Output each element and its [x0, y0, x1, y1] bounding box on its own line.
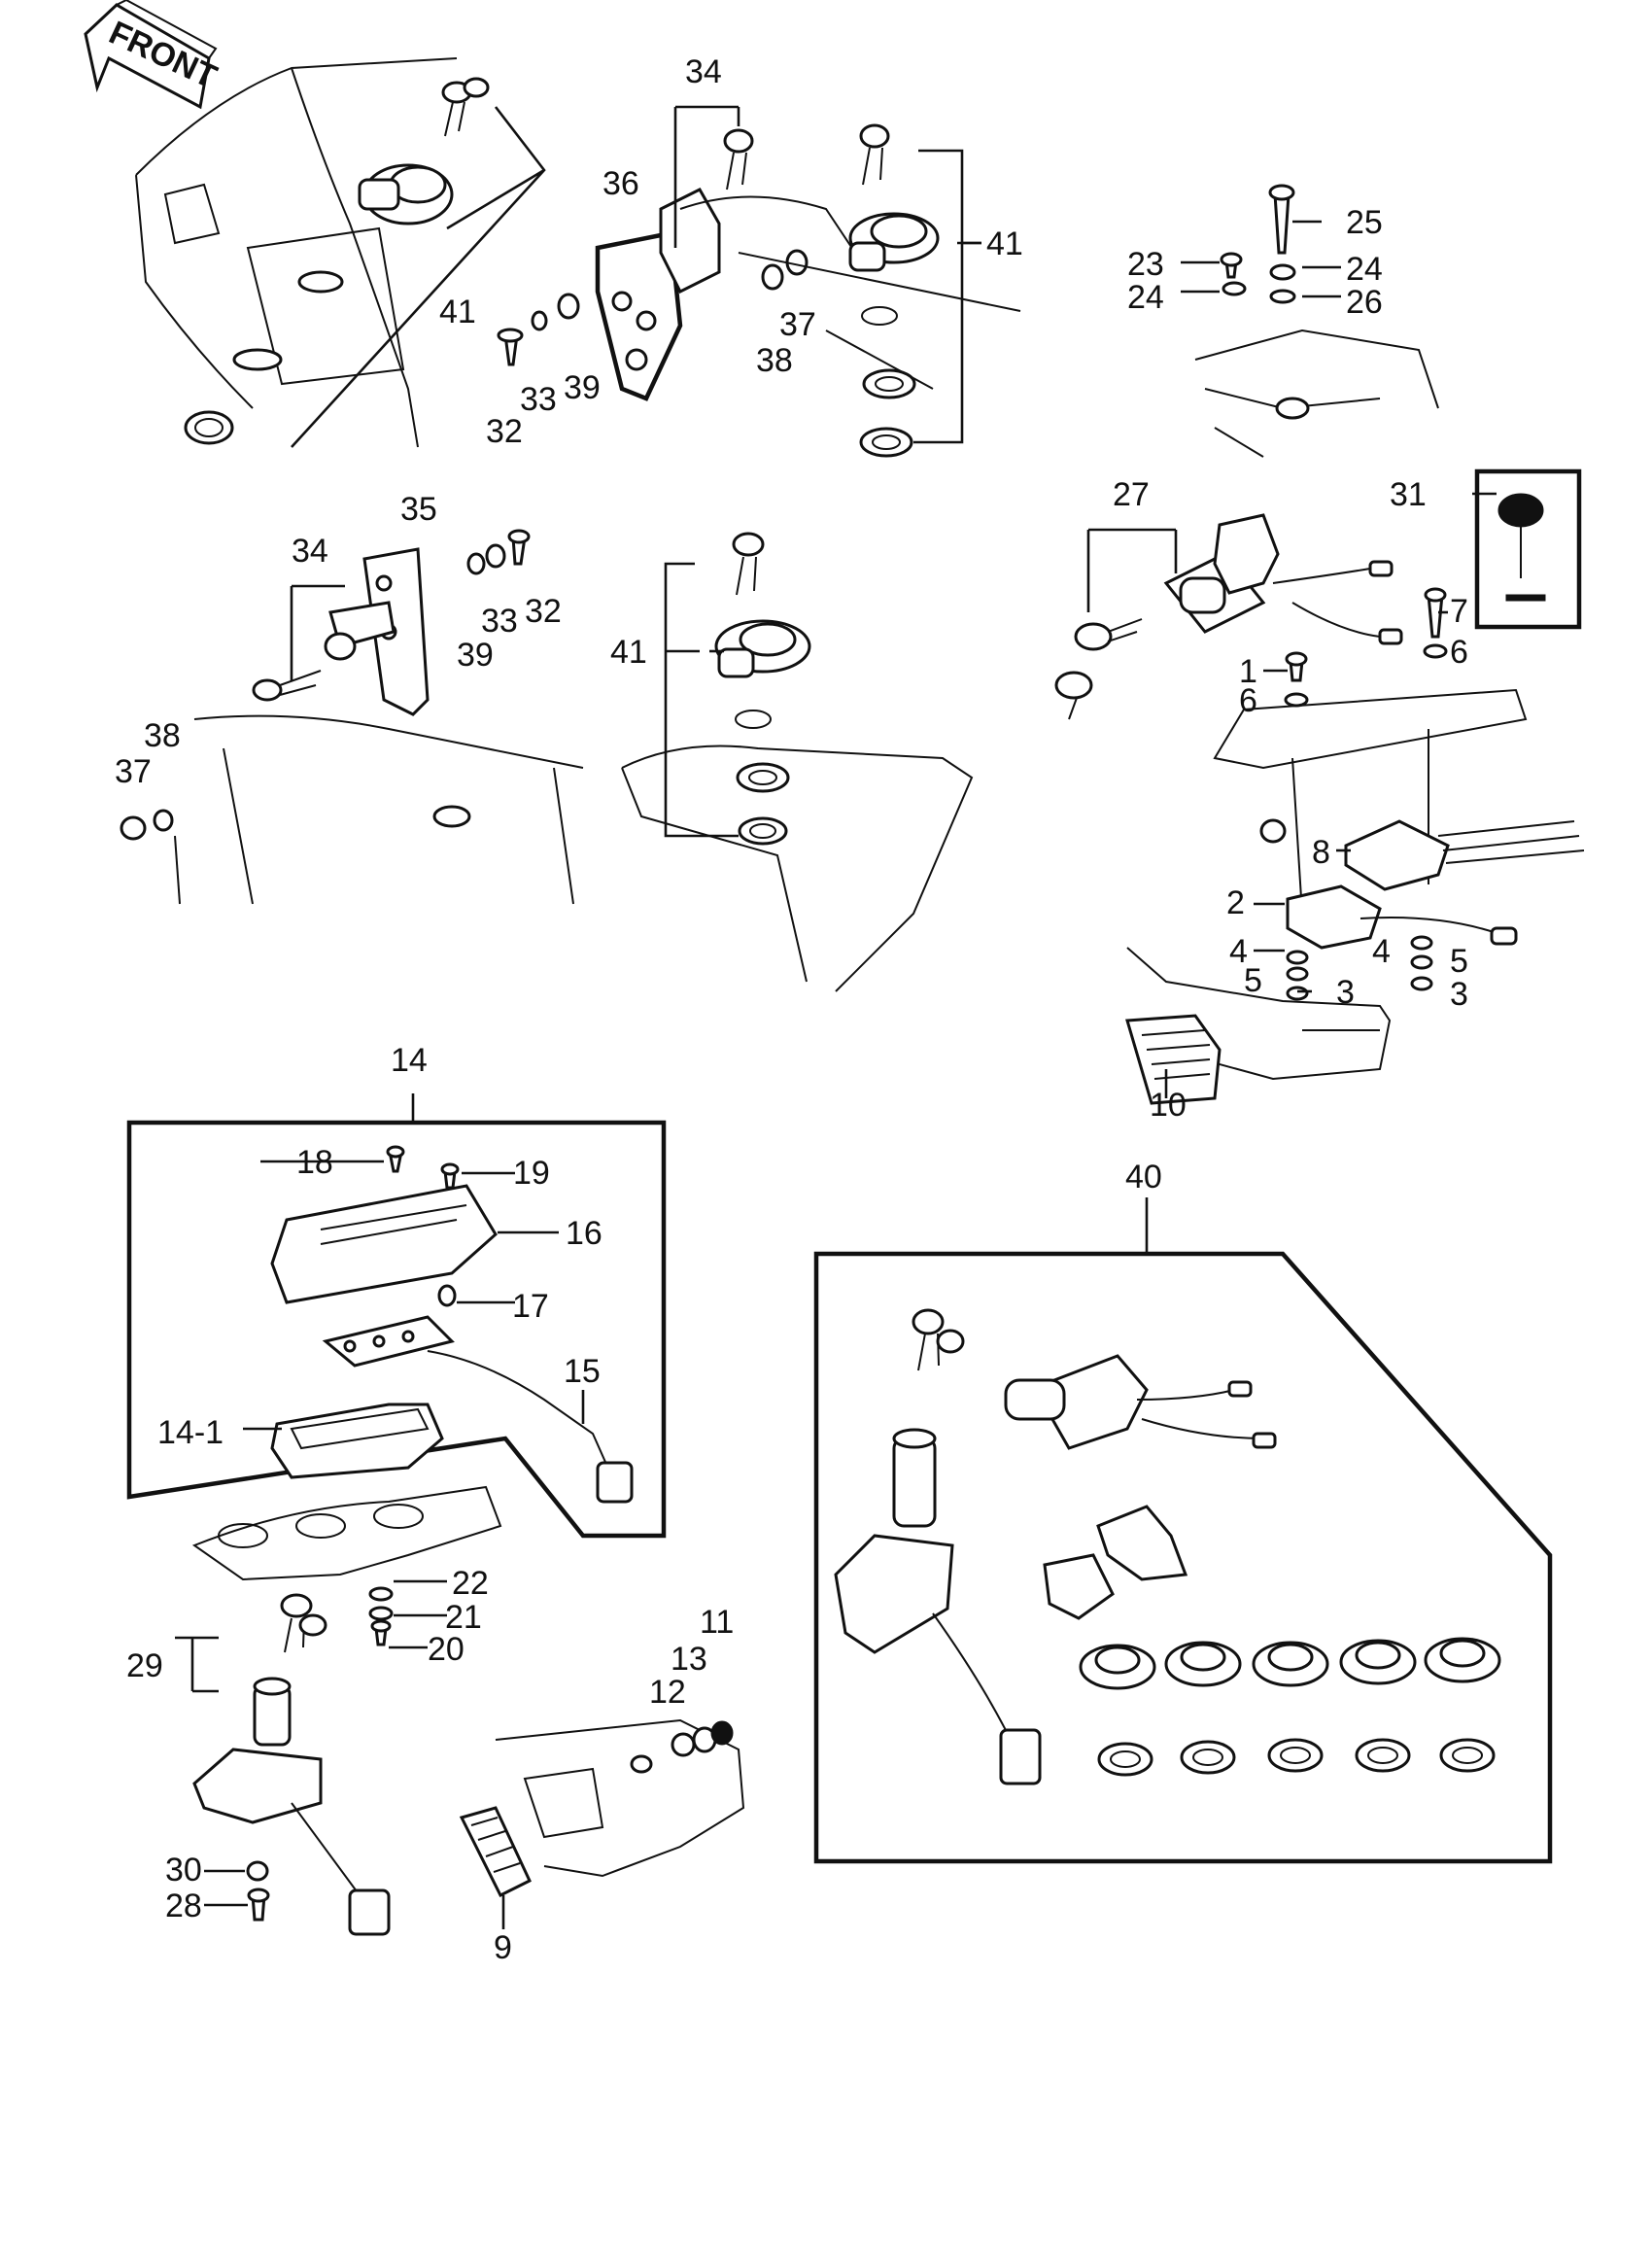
callout-41a: 41	[439, 294, 476, 330]
callout-4a: 4	[1229, 933, 1248, 970]
callout-23: 23	[1127, 246, 1164, 283]
callout-39a: 39	[564, 369, 601, 406]
tank-cap-41-middle	[621, 532, 974, 992]
callout-1: 1	[1239, 653, 1257, 690]
callout-6a: 6	[1239, 682, 1257, 719]
harness-15	[427, 1350, 634, 1504]
callout-29: 29	[126, 1647, 163, 1684]
ignition-switch-29	[175, 1485, 502, 1936]
callout-5b: 5	[1450, 943, 1468, 980]
callout-32b: 32	[525, 593, 562, 630]
callout-14: 14	[391, 1042, 428, 1079]
key-icon	[912, 1308, 965, 1371]
key-icon	[280, 1593, 327, 1653]
tank-cap-41-top-right	[738, 123, 1021, 458]
panel-box-14	[126, 1093, 667, 1539]
callout-36: 36	[602, 165, 639, 202]
callout-38b: 38	[144, 717, 181, 754]
cover-16	[270, 1184, 498, 1304]
callout-37b: 37	[115, 753, 152, 790]
reflector-9	[459, 1806, 532, 1898]
callout-20: 20	[428, 1631, 465, 1668]
key-icon	[441, 77, 490, 137]
socket-plate	[322, 1315, 455, 1368]
callout-38a: 38	[756, 342, 793, 379]
lock-set-box-40	[813, 1197, 1553, 1864]
callout-3b: 3	[1450, 976, 1468, 1013]
callout-16: 16	[566, 1215, 602, 1252]
callout-11: 11	[700, 1604, 734, 1641]
callout-12: 12	[649, 1674, 686, 1711]
ignition-assembly-27	[1054, 513, 1403, 720]
bolt-assembly-23-26	[1194, 184, 1439, 458]
callout-33a: 33	[520, 381, 557, 418]
callout-34a: 34	[685, 53, 722, 90]
callout-24a: 24	[1127, 279, 1164, 316]
callout-33b: 33	[481, 603, 518, 640]
callout-4b: 4	[1372, 933, 1391, 970]
callout-22: 22	[452, 1565, 489, 1602]
helmet-lock-assembly	[120, 529, 584, 905]
callout-10: 10	[1150, 1087, 1187, 1124]
callout-40: 40	[1125, 1159, 1162, 1195]
callout-35: 35	[400, 491, 437, 528]
callout-31: 31	[1390, 476, 1427, 513]
key-icon	[732, 532, 765, 596]
reflector-10	[1125, 1014, 1222, 1105]
fuel-tank-top-left	[135, 57, 546, 448]
key-box-31	[1474, 468, 1582, 630]
callout-41c: 41	[610, 634, 647, 671]
seat-lock-assembly	[497, 105, 856, 401]
bracket-assembly-1-10	[1125, 587, 1585, 1105]
callout-7: 7	[1450, 593, 1468, 630]
unit-2	[1286, 884, 1518, 950]
key-icon	[1054, 618, 1143, 720]
callout-21: 21	[445, 1599, 482, 1636]
leader-lines	[204, 220, 1497, 1929]
callout-27: 27	[1113, 476, 1150, 513]
callout-labels: 1 2 3 3 4 4 5 5 6 6 7 8 9 10 11 12 13 14…	[115, 53, 1468, 1966]
callout-28: 28	[165, 1888, 202, 1924]
rear-fender-reflector-9	[459, 1718, 745, 1898]
callout-3a: 3	[1336, 974, 1355, 1011]
callout-39b: 39	[457, 637, 494, 674]
callout-17: 17	[512, 1288, 549, 1325]
callout-37a: 37	[779, 306, 816, 343]
callout-14-1: 14-1	[157, 1414, 224, 1451]
tank-cap-set	[1079, 1637, 1501, 1690]
callout-41b: 41	[986, 225, 1023, 262]
key-icon	[859, 123, 890, 186]
bulb-17	[437, 1284, 457, 1307]
callout-24b: 24	[1346, 251, 1383, 288]
callout-30: 30	[165, 1852, 202, 1888]
screw-32-top	[497, 328, 524, 366]
tank-cap-41-top-left	[358, 163, 454, 225]
relay-8	[1344, 819, 1585, 891]
callout-32a: 32	[486, 413, 523, 450]
callout-34b: 34	[292, 533, 328, 570]
callout-8: 8	[1312, 834, 1330, 871]
callout-25: 25	[1346, 204, 1383, 241]
washer-set	[1097, 1738, 1496, 1777]
callout-9: 9	[494, 1929, 512, 1966]
callout-19: 19	[513, 1155, 550, 1192]
callout-5a: 5	[1244, 962, 1262, 999]
callout-15: 15	[564, 1353, 601, 1390]
base-14-1	[270, 1403, 444, 1479]
front-arrow-sign: FRONT	[84, 0, 223, 110]
key-icon	[252, 670, 322, 702]
key-icon	[723, 128, 754, 191]
callout-26: 26	[1346, 284, 1383, 321]
callout-2: 2	[1226, 884, 1245, 921]
callout-6b: 6	[1450, 634, 1468, 671]
callout-18: 18	[296, 1144, 333, 1181]
callout-13: 13	[671, 1641, 707, 1678]
